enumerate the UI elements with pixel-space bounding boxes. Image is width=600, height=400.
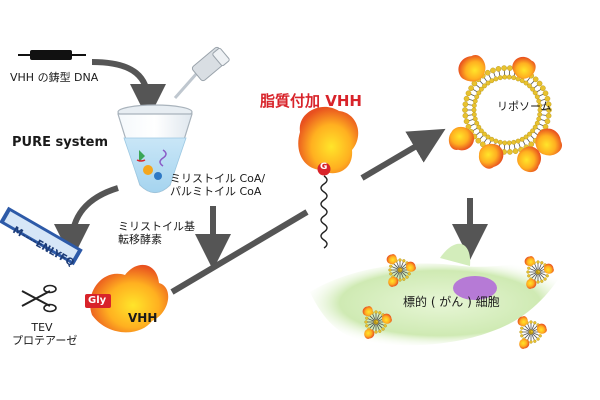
vhh-small-label: VHH bbox=[128, 311, 158, 325]
lipid-vhh-protein bbox=[298, 106, 359, 249]
substrate-label: ミリストイル CoA/ パルミトイル CoA bbox=[170, 172, 266, 198]
arrow-dna-to-tube bbox=[91, 59, 166, 120]
tube-icon bbox=[117, 104, 193, 194]
arrow-to-liposome bbox=[360, 128, 446, 181]
g-mark-label: G bbox=[320, 162, 328, 172]
pipette-icon bbox=[173, 46, 230, 99]
pure-system-label: PURE system bbox=[12, 135, 109, 150]
dna-label: VHH の鋳型 DNA bbox=[10, 71, 99, 84]
dna-plasmid-icon bbox=[18, 50, 86, 60]
gly-label: Gly bbox=[88, 295, 107, 306]
lipid-vhh-title: 脂質付加 VHH bbox=[260, 92, 362, 110]
scissors-icon bbox=[21, 284, 57, 313]
gly-badge-shape bbox=[85, 294, 111, 308]
vhh-protein-small bbox=[90, 264, 169, 333]
liposome-icon bbox=[448, 55, 562, 173]
liposome-label: リポソーム bbox=[497, 100, 552, 113]
cancer-cell-label: 標的 ( がん ) 細胞 bbox=[403, 295, 500, 309]
small-liposomes bbox=[362, 254, 554, 349]
tag-box bbox=[0, 206, 83, 266]
enzyme-label: ミリストイル基 転移酵素 bbox=[118, 220, 195, 246]
tev-label: TEV プロテアーゼ bbox=[12, 321, 78, 347]
arrow-tube-to-tag bbox=[54, 185, 119, 260]
arrow-to-lipid-vhh bbox=[170, 209, 309, 295]
